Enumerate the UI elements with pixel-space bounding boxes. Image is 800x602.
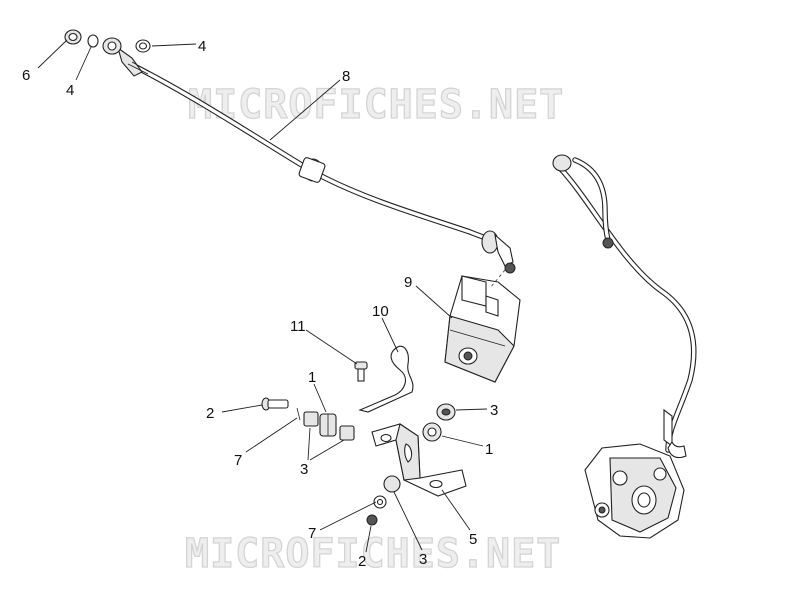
callout-6: 6 — [22, 67, 30, 84]
watermark-top: MICROFICHES.NET — [188, 82, 564, 128]
callout-3-right: 3 — [490, 402, 498, 419]
callout-4-left: 4 — [66, 82, 74, 99]
callout-9: 9 — [404, 274, 412, 291]
pin-2-left — [261, 397, 289, 411]
callout-7-bottom: 7 — [308, 525, 316, 542]
circlip-7-left — [296, 407, 301, 421]
callout-10: 10 — [372, 303, 389, 320]
callout-8: 8 — [342, 68, 350, 85]
flange-bolt-11 — [354, 361, 368, 382]
watermark-bottom: MICROFICHES.NET — [185, 531, 561, 577]
callout-2-left: 2 — [206, 405, 214, 422]
mounting-bracket — [371, 423, 467, 497]
callout-5: 5 — [469, 531, 477, 548]
rear-brake-caliper — [584, 443, 685, 539]
callout-1-right: 1 — [485, 441, 493, 458]
banjo-bolt-and-washers — [64, 29, 151, 55]
rubber-mounts-left — [303, 411, 355, 441]
front-brake-hose — [117, 46, 516, 274]
callout-3-left: 3 — [300, 461, 308, 478]
callout-11: 11 — [290, 318, 306, 335]
callout-3-bottom: 3 — [419, 551, 427, 568]
rear-brake-hose — [552, 154, 697, 459]
abs-control-unit — [444, 269, 521, 383]
callout-7-left: 7 — [234, 452, 242, 469]
rubber-mounts-right — [422, 403, 456, 442]
callout-1-left: 1 — [308, 369, 316, 386]
lower-fasteners — [366, 475, 401, 526]
wire-clip — [358, 345, 414, 413]
leader-lines — [37, 39, 488, 553]
callout-4-right: 4 — [198, 38, 206, 55]
callout-2-bottom: 2 — [358, 553, 366, 570]
